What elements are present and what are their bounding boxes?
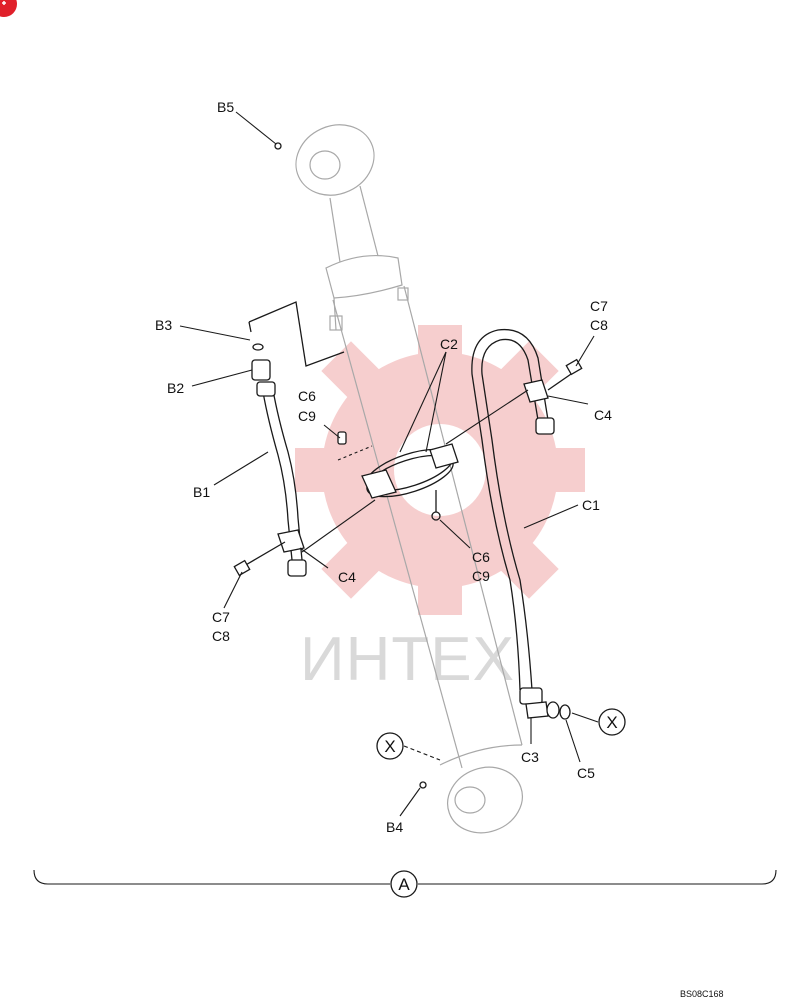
band-clamp-c2 — [361, 443, 459, 521]
label-c9-upper: C9 — [298, 408, 316, 424]
assembly-bracket: A — [33, 869, 777, 898]
pipe-b1 — [256, 381, 307, 577]
fitting-c3 — [519, 687, 560, 719]
oring-c5 — [559, 704, 571, 720]
label-b2: B2 — [167, 380, 184, 396]
label-c9-lower: C9 — [472, 568, 490, 584]
marker-a-text: A — [398, 875, 410, 894]
clamp-c4-right — [523, 379, 549, 403]
marker-x-left-text: X — [384, 737, 395, 756]
label-c8-right: C8 — [590, 317, 608, 333]
label-b3: B3 — [155, 317, 172, 333]
fitting-b2 — [251, 343, 271, 381]
label-b4: B4 — [386, 819, 403, 835]
label-c5: C5 — [577, 765, 595, 781]
label-c3: C3 — [521, 749, 539, 765]
label-c4-left: C4 — [338, 569, 356, 585]
marker-x-right-text: X — [606, 713, 617, 732]
grease-nipple-b4 — [419, 781, 427, 789]
watermark-gear-icon — [295, 325, 585, 615]
label-c2: C2 — [440, 336, 458, 352]
pipe-c1 — [471, 328, 555, 691]
bolt-c6-upper — [337, 431, 347, 445]
marker-x-right: X — [598, 708, 626, 736]
label-b5: B5 — [217, 99, 234, 115]
label-c6-upper: C6 — [298, 388, 316, 404]
label-c7-right: C7 — [590, 298, 608, 314]
part-labels: B5 B3 B2 B1 C6 C9 C2 C7 C8 C4 C1 C6 C9 C… — [155, 99, 612, 835]
drawing-code: BS08C168 — [680, 989, 724, 999]
label-b1: B1 — [193, 484, 210, 500]
leader-lines — [179, 111, 599, 817]
marker-x-left: X — [376, 732, 404, 760]
label-c7-left: C7 — [212, 609, 230, 625]
label-c1: C1 — [582, 497, 600, 513]
label-c6-lower: C6 — [472, 549, 490, 565]
guide-lines — [248, 301, 529, 553]
corner-badge-icon — [0, 0, 17, 17]
bolt-c7-left — [233, 541, 286, 577]
cylinder-outline — [295, 124, 523, 834]
clamp-c4-left — [277, 529, 305, 553]
label-c8-left: C8 — [212, 628, 230, 644]
watermark-text: ИНТЕХ — [300, 625, 515, 694]
label-c4-right: C4 — [594, 407, 612, 423]
grease-nipple-b5 — [274, 142, 282, 150]
